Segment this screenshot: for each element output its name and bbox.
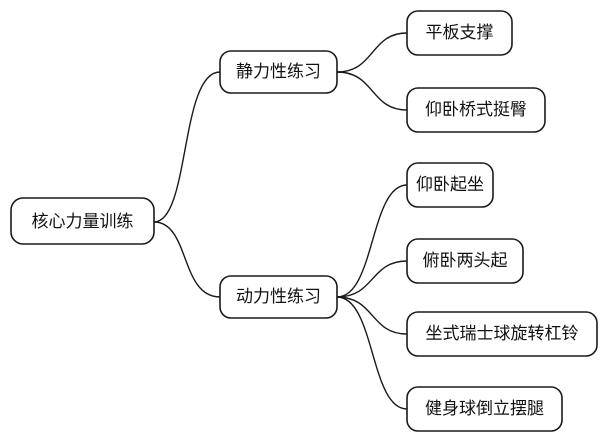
leaf-node-sit-up: 仰卧起坐 xyxy=(406,162,494,208)
leaf-node-superman-label: 俯卧两头起 xyxy=(423,251,508,271)
leaf-node-swiss-ball-rotation-label: 坐式瑞士球旋转杠铃 xyxy=(426,324,579,344)
leaf-node-swiss-ball-rotation: 坐式瑞士球旋转杠铃 xyxy=(406,311,598,357)
root-node-label: 核心力量训练 xyxy=(32,212,134,232)
branch-node-dynamic: 动力性练习 xyxy=(219,275,338,319)
edge-dynamic-to-leaf-4 xyxy=(336,296,408,410)
leaf-node-plank: 平板支撑 xyxy=(406,10,513,56)
edge-root-to-dynamic xyxy=(153,221,221,298)
leaf-node-plank-label: 平板支撑 xyxy=(426,23,494,43)
leaf-node-glute-bridge-label: 仰卧桥式挺臀 xyxy=(425,100,527,120)
leaf-node-glute-bridge: 仰卧桥式挺臀 xyxy=(406,87,546,133)
edge-root-to-static xyxy=(153,71,221,223)
leaf-node-sit-up-label: 仰卧起坐 xyxy=(416,175,484,195)
leaf-node-superman: 俯卧两头起 xyxy=(406,238,524,284)
edge-static-to-leaf-1 xyxy=(336,32,408,73)
branch-node-dynamic-label: 动力性练习 xyxy=(236,287,321,307)
branch-node-static-label: 静力性练习 xyxy=(236,62,321,82)
leaf-node-ball-leg-swing: 健身球倒立摆腿 xyxy=(406,386,563,432)
edge-dynamic-to-leaf-1 xyxy=(336,184,408,298)
root-node: 核心力量训练 xyxy=(10,197,155,245)
edge-dynamic-to-leaf-3 xyxy=(336,296,408,335)
branch-node-static: 静力性练习 xyxy=(219,50,338,94)
edge-dynamic-to-leaf-2 xyxy=(336,260,408,298)
leaf-node-ball-leg-swing-label: 健身球倒立摆腿 xyxy=(425,399,544,419)
edge-static-to-leaf-2 xyxy=(336,71,408,111)
